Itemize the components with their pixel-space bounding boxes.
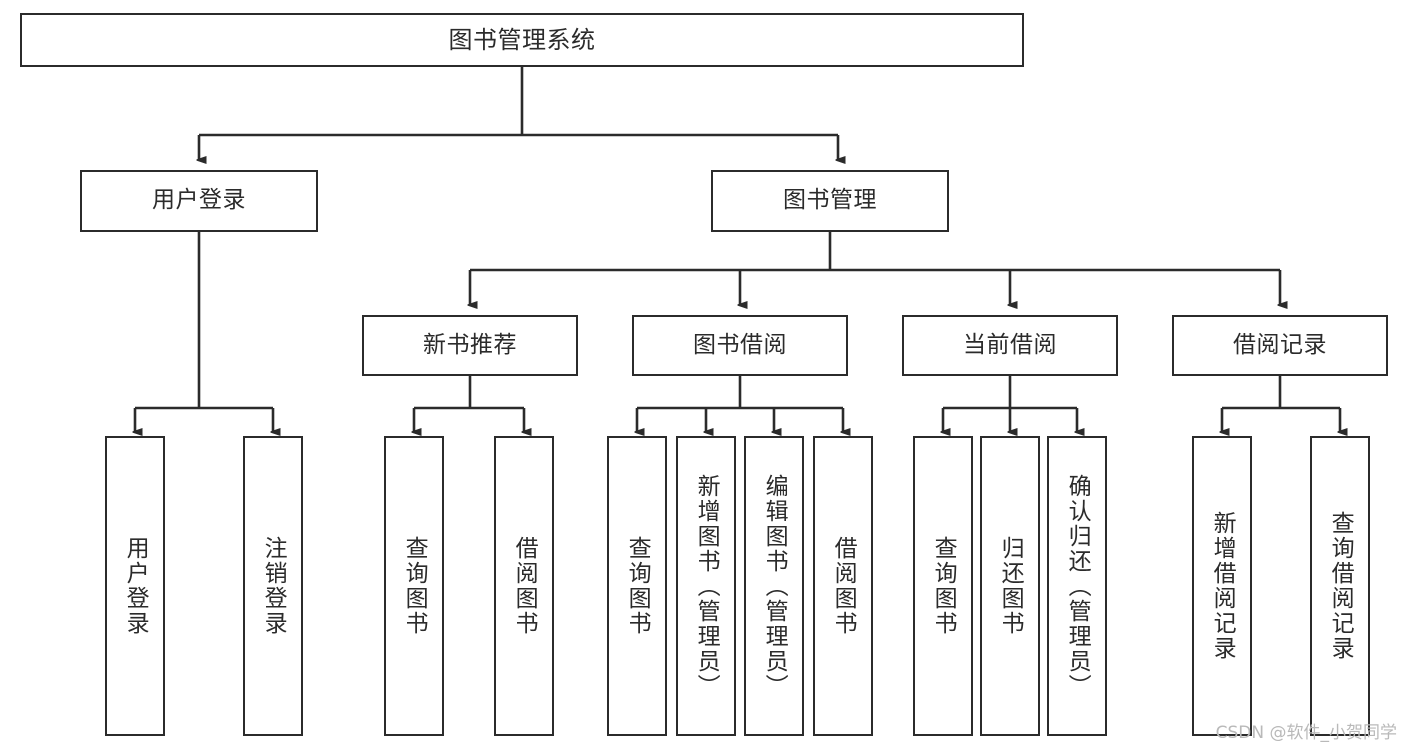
node-book-manage-label: 图书管理 <box>783 187 877 214</box>
leaf-current-borrow-0-label: 查询图书 <box>930 536 957 636</box>
leaf-book-borrow-0[interactable]: 查询图书 <box>607 436 667 736</box>
leaf-current-borrow-0[interactable]: 查询图书 <box>913 436 973 736</box>
node-root-label: 图书管理系统 <box>448 25 596 54</box>
leaf-book-borrow-3-label: 借阅图书 <box>830 536 857 636</box>
leaf-user-login-0-label: 用户登录 <box>122 536 149 636</box>
node-root[interactable]: 图书管理系统 <box>20 13 1024 67</box>
leaf-current-borrow-2[interactable]: 确认归还（管理员） <box>1047 436 1107 736</box>
node-current-borrow[interactable]: 当前借阅 <box>902 315 1118 376</box>
watermark: CSDN @软件_小贺同学 <box>1215 723 1397 743</box>
leaf-book-borrow-2-label: 编辑图书（管理员） <box>761 473 788 699</box>
leaf-book-borrow-2[interactable]: 编辑图书（管理员） <box>744 436 804 736</box>
leaf-user-login-1[interactable]: 注销登录 <box>243 436 303 736</box>
node-book-borrow[interactable]: 图书借阅 <box>632 315 848 376</box>
leaf-borrow-record-0[interactable]: 新增借阅记录 <box>1192 436 1252 736</box>
node-book-borrow-label: 图书借阅 <box>693 331 787 358</box>
node-new-book-recommend-label: 新书推荐 <box>423 331 517 358</box>
leaf-new-book-recommend-0[interactable]: 查询图书 <box>384 436 444 736</box>
leaf-borrow-record-1[interactable]: 查询借阅记录 <box>1310 436 1370 736</box>
node-book-manage[interactable]: 图书管理 <box>711 170 949 232</box>
node-borrow-record[interactable]: 借阅记录 <box>1172 315 1388 376</box>
leaf-user-login-0[interactable]: 用户登录 <box>105 436 165 736</box>
leaf-book-borrow-3[interactable]: 借阅图书 <box>813 436 873 736</box>
leaf-current-borrow-1[interactable]: 归还图书 <box>980 436 1040 736</box>
node-borrow-record-label: 借阅记录 <box>1233 331 1327 358</box>
leaf-borrow-record-1-label: 查询借阅记录 <box>1327 511 1354 661</box>
node-user-login[interactable]: 用户登录 <box>80 170 318 232</box>
leaf-user-login-1-label: 注销登录 <box>260 536 287 636</box>
leaf-new-book-recommend-1-label: 借阅图书 <box>511 536 538 636</box>
leaf-new-book-recommend-0-label: 查询图书 <box>401 536 428 636</box>
node-current-borrow-label: 当前借阅 <box>963 331 1057 358</box>
leaf-current-borrow-1-label: 归还图书 <box>997 536 1024 636</box>
leaf-book-borrow-1-label: 新增图书（管理员） <box>693 473 720 699</box>
node-user-login-label: 用户登录 <box>152 187 246 214</box>
node-new-book-recommend[interactable]: 新书推荐 <box>362 315 578 376</box>
leaf-current-borrow-2-label: 确认归还（管理员） <box>1064 473 1091 699</box>
leaf-book-borrow-0-label: 查询图书 <box>624 536 651 636</box>
leaf-borrow-record-0-label: 新增借阅记录 <box>1209 511 1236 661</box>
leaf-book-borrow-1[interactable]: 新增图书（管理员） <box>676 436 736 736</box>
leaf-new-book-recommend-1[interactable]: 借阅图书 <box>494 436 554 736</box>
